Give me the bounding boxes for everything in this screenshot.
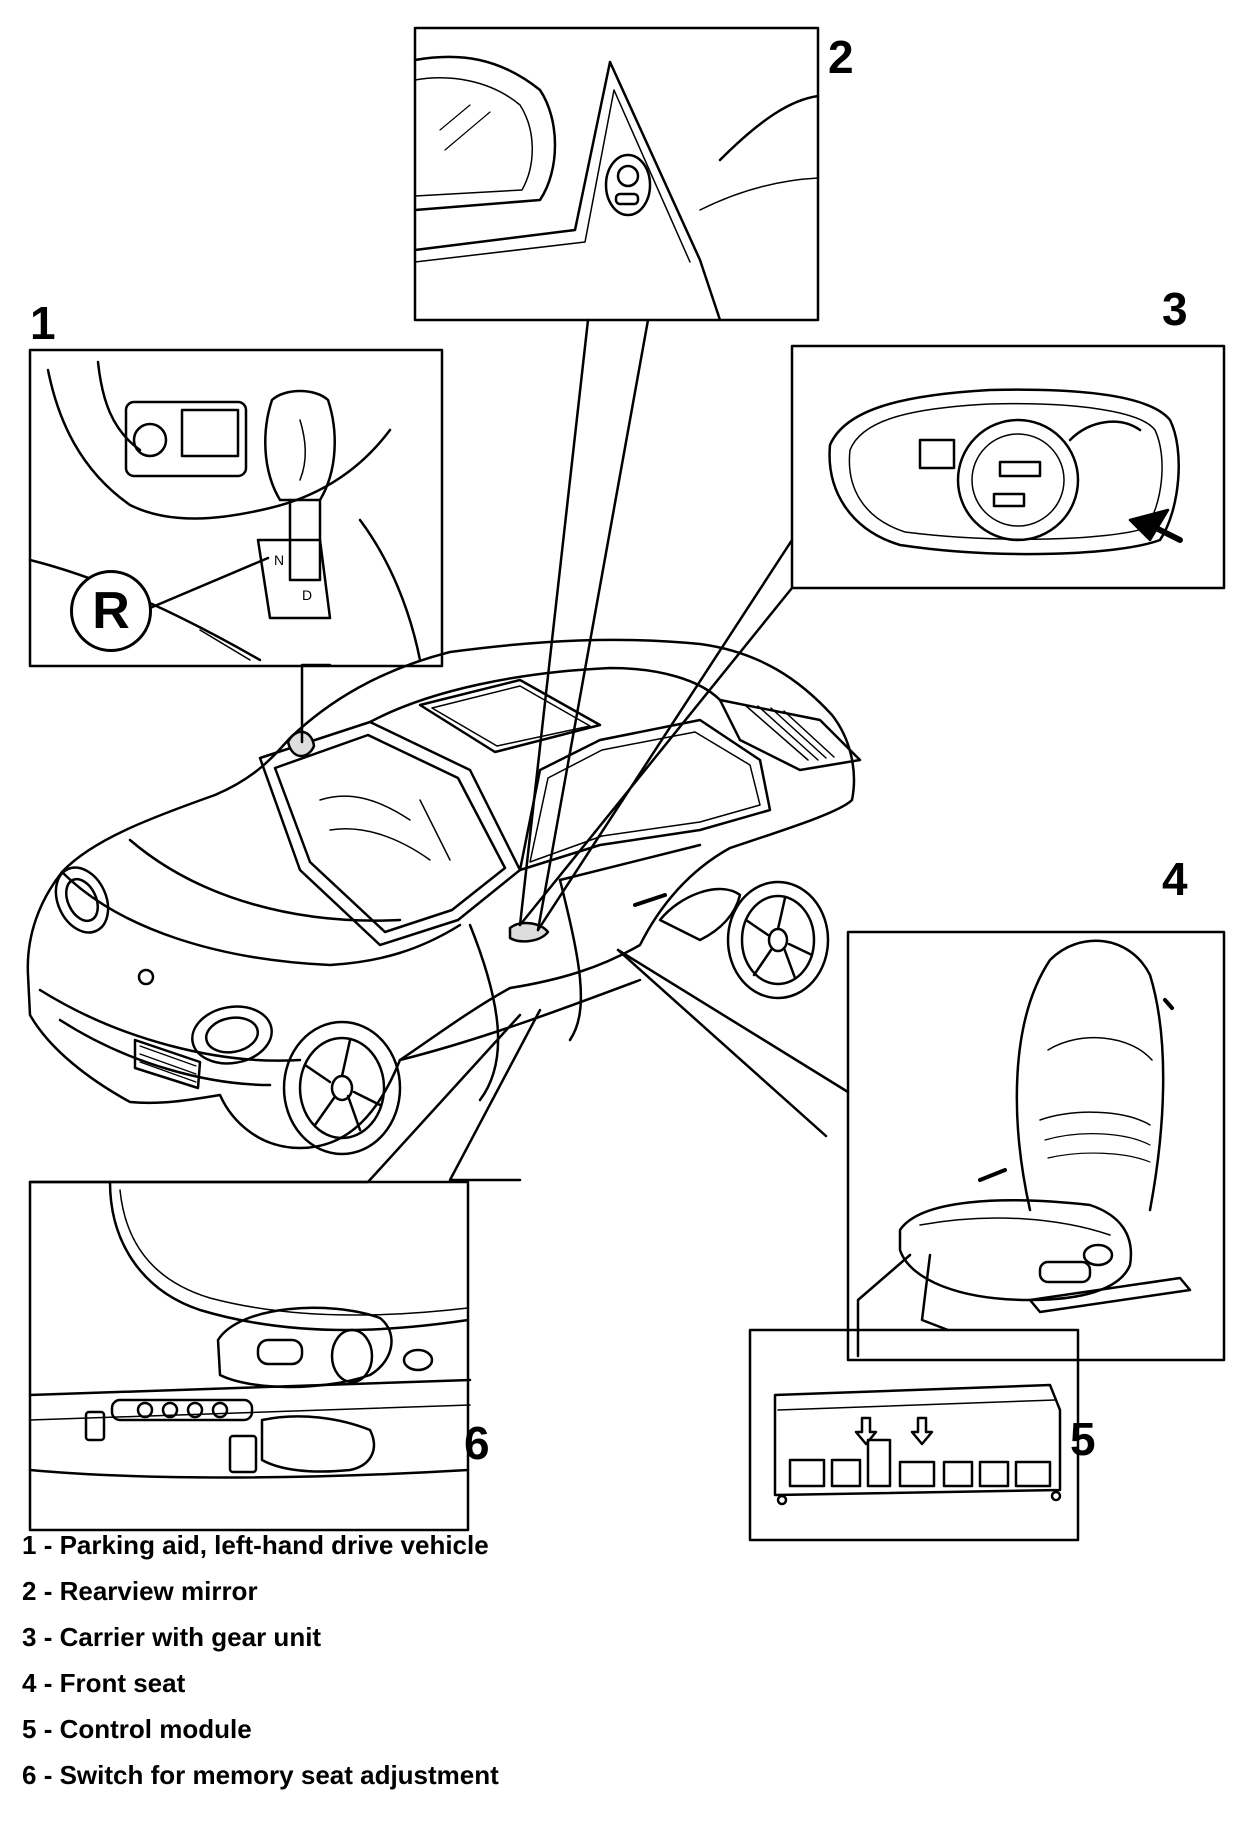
- legend-separator: -: [36, 1668, 60, 1698]
- front-wheel: [282, 1020, 402, 1156]
- legend-number: 6: [22, 1760, 37, 1790]
- car-illustration: [26, 638, 862, 1156]
- svg-text:N: N: [274, 552, 284, 568]
- callout-3: 3: [1162, 283, 1188, 335]
- legend-label: Parking aid, left-hand drive vehicle: [59, 1530, 489, 1560]
- legend-item: 6 - Switch for memory seat adjustment: [22, 1752, 499, 1798]
- panel-4-front-seat: [846, 930, 1226, 1362]
- legend-item: 3 - Carrier with gear unit: [22, 1614, 499, 1660]
- legend-label: Rearview mirror: [59, 1576, 258, 1606]
- legend-number: 2: [22, 1576, 37, 1606]
- legend-number: 3: [22, 1622, 37, 1652]
- callout-5: 5: [1070, 1413, 1096, 1465]
- panel-3-carrier: [790, 344, 1226, 590]
- svg-text:D: D: [302, 587, 312, 603]
- legend-number: 5: [22, 1714, 37, 1744]
- legend-label: Front seat: [59, 1668, 186, 1698]
- legend-separator: -: [36, 1714, 60, 1744]
- legend-separator: -: [36, 1622, 60, 1652]
- legend-item: 1 - Parking aid, left-hand drive vehicle: [22, 1522, 499, 1568]
- callout-2: 2: [828, 31, 854, 83]
- rear-wheel: [726, 880, 830, 1000]
- gear-r-badge: R: [70, 570, 152, 652]
- legend-item: 2 - Rearview mirror: [22, 1568, 499, 1614]
- panel-6-memory-switch: [28, 1180, 472, 1532]
- callout-1: 1: [30, 297, 56, 349]
- panel-2-mirror: [413, 26, 820, 322]
- legend-number: 1: [22, 1530, 37, 1560]
- legend-label: Switch for memory seat adjustment: [59, 1760, 499, 1790]
- legend-label: Control module: [59, 1714, 252, 1744]
- callout-6: 6: [464, 1417, 490, 1469]
- legend-separator: -: [36, 1530, 60, 1560]
- legend-list: 1 - Parking aid, left-hand drive vehicle…: [22, 1522, 499, 1798]
- panel-5-control-module: [748, 1328, 1080, 1542]
- callout-4: 4: [1162, 853, 1188, 905]
- legend-item: 5 - Control module: [22, 1706, 499, 1752]
- legend-separator: -: [36, 1760, 60, 1790]
- legend-label: Carrier with gear unit: [59, 1622, 322, 1652]
- legend-number: 4: [22, 1668, 37, 1698]
- legend-item: 4 - Front seat: [22, 1660, 499, 1706]
- legend-separator: -: [36, 1576, 60, 1606]
